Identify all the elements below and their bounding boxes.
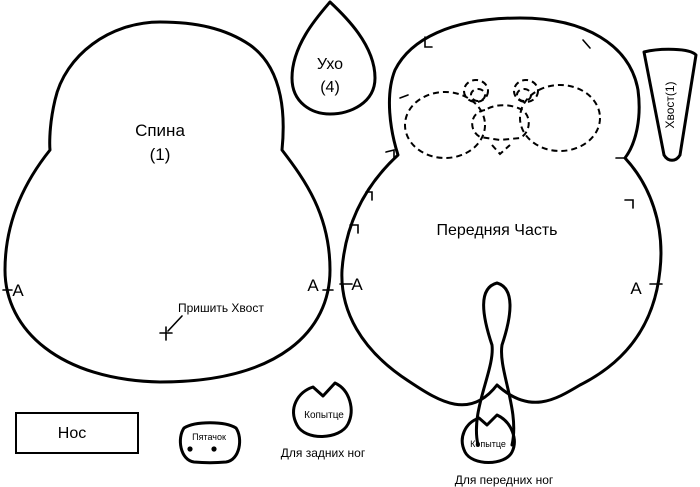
hoof-back-outline xyxy=(292,381,353,438)
back-title: Спина xyxy=(135,121,185,140)
hoof-back-piece: Копытце Для задних ног xyxy=(281,381,366,460)
front-mark-right: A xyxy=(630,279,642,298)
back-tail-note: Пришить Хвост xyxy=(178,301,264,315)
nose-title: Нос xyxy=(58,425,86,442)
ear-title: Ухо xyxy=(317,56,343,73)
back-count: (1) xyxy=(150,145,171,164)
hoof-back-caption: Для задних ног xyxy=(281,446,366,460)
tail-piece: Хвост(1) xyxy=(642,47,698,162)
front-tick-marks xyxy=(349,36,634,234)
front-title: Передняя Часть xyxy=(436,222,557,239)
snout-placement xyxy=(471,104,530,142)
tail-placement-mark xyxy=(159,315,183,341)
snout-title: Пятачок xyxy=(192,432,226,442)
eye-placement-left xyxy=(404,91,486,159)
ear-outline xyxy=(290,0,377,116)
front-mark-left: A xyxy=(351,275,363,294)
hoof-front-outline xyxy=(460,413,516,464)
tail-outline xyxy=(642,47,698,162)
eye-placement-right xyxy=(519,84,601,152)
nose-piece: Нос xyxy=(15,412,139,454)
back-mark-left: A xyxy=(12,281,24,300)
hoof-back-title: Копытце xyxy=(304,410,344,421)
back-mark-right: A xyxy=(307,276,319,295)
snout-outline xyxy=(178,421,242,465)
front-face-dashes xyxy=(404,79,601,159)
tail-title: Хвост(1) xyxy=(663,81,677,128)
ear-count: (4) xyxy=(320,79,340,96)
snout-hole-right xyxy=(211,446,217,452)
ear-piece: Ухо (4) xyxy=(290,0,377,116)
snout-piece: Пятачок xyxy=(178,421,242,465)
front-piece: Передняя Часть A A xyxy=(339,16,663,447)
hoof-front-title: Копытце xyxy=(470,439,506,449)
back-outline xyxy=(3,20,332,384)
eye-circle-right xyxy=(513,79,539,103)
hoof-front-piece: Копытце Для передних ног xyxy=(455,413,554,487)
snout-hole-left xyxy=(187,446,193,452)
front-outline xyxy=(340,16,663,407)
nose-outline xyxy=(15,412,139,454)
front-leg-slit xyxy=(475,281,516,447)
back-piece: Спина (1) A A Пришить Хвост xyxy=(2,20,334,384)
hoof-front-caption: Для передних ног xyxy=(455,473,554,487)
eye-circle-left xyxy=(463,79,489,103)
